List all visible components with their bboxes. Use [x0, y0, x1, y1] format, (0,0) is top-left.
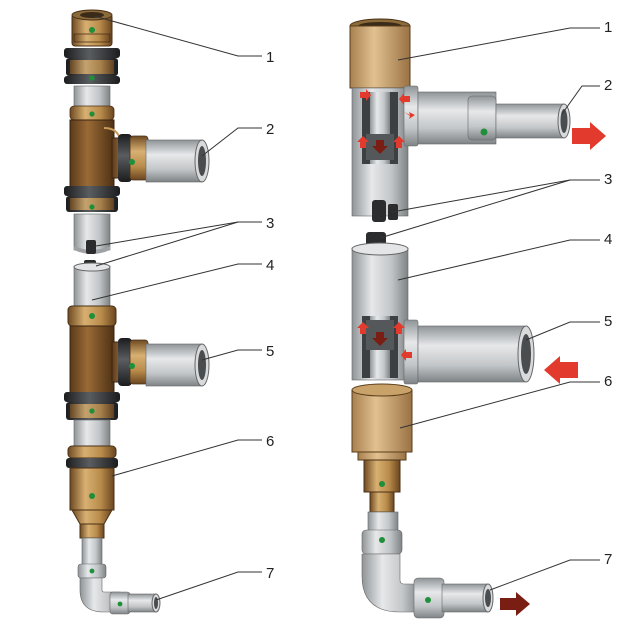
left-callout-2: 2: [266, 121, 274, 138]
left-callout-3: 3: [266, 215, 274, 232]
right-callout-4: 4: [604, 231, 612, 248]
left-top-coupling: [71, 9, 113, 47]
flow-out-dark-arrow-icon: [500, 592, 530, 616]
left-callout-1: 1: [266, 49, 274, 66]
left-pipe-segment-upper: [73, 85, 111, 109]
left-grip-ring-upper: [64, 48, 120, 84]
left-callout-5: 5: [266, 343, 274, 360]
right-callout-3: 3: [604, 171, 612, 188]
left-callout-7: 7: [266, 565, 274, 582]
right-callout-5: 5: [604, 313, 612, 330]
left-reducer: [66, 445, 118, 539]
left-callouts: 1 2 3 4 5 6 7: [91, 15, 274, 601]
left-sensor-pin-upper: [86, 240, 96, 254]
right-callout-7: 7: [604, 551, 612, 568]
right-elbow-pipe: [361, 511, 530, 619]
right-tee-lower: [351, 232, 578, 513]
left-elbow-pipe: [77, 537, 161, 615]
right-callout-1: 1: [604, 19, 612, 36]
left-callout-6: 6: [266, 433, 274, 450]
right-tee-upper: [349, 18, 606, 222]
left-assembly: [64, 9, 210, 615]
right-callout-2: 2: [604, 77, 612, 94]
right-assembly: [349, 18, 606, 619]
right-callout-6: 6: [604, 373, 612, 390]
left-pipe-segment-lower: [73, 265, 111, 307]
left-tee-fitting-lower: [69, 325, 210, 397]
green-indicator-icon: [89, 27, 95, 33]
flow-in-arrow-icon: [544, 356, 578, 384]
left-callout-4: 4: [266, 257, 274, 274]
left-tee-fitting-upper: [69, 119, 210, 191]
flow-out-arrow-icon: [572, 122, 606, 150]
right-callouts: 1 2 3 4 5 6 7: [379, 19, 612, 591]
